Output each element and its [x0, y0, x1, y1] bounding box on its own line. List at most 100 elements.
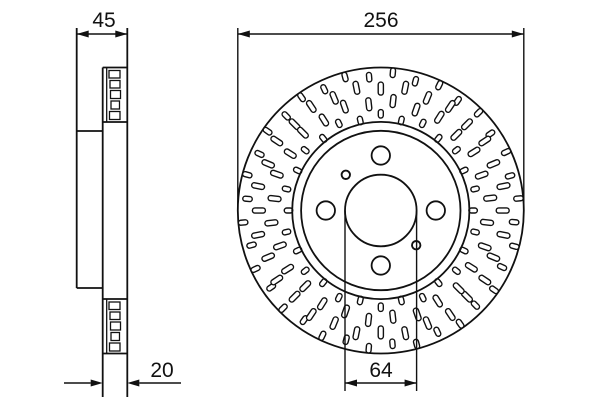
bolt-hole-top: [370, 145, 391, 166]
vent-slot: [389, 93, 397, 109]
vent-slot: [418, 118, 427, 129]
vent-slot: [365, 71, 373, 83]
vent-slot: [251, 207, 267, 214]
vent-slot: [250, 230, 266, 239]
vent-slot: [470, 185, 480, 193]
vent-slot: [272, 241, 287, 251]
dimension-total-width: 45: [76, 9, 128, 38]
vent-slot: [496, 230, 511, 239]
vent-slot: [411, 102, 421, 117]
vent-slot: [496, 182, 511, 191]
vent-slot: [299, 280, 312, 293]
vent-hatch-bottom: [106, 299, 122, 354]
vent-slot: [504, 172, 516, 180]
vent-slot: [500, 147, 512, 157]
vent-slot: [269, 169, 284, 179]
vent-slot: [261, 159, 276, 169]
vent-slot: [444, 307, 456, 322]
vent-slot: [281, 228, 292, 236]
side-view-cross-section: [75, 28, 129, 397]
vent-slot: [452, 282, 465, 295]
vent-slot: [377, 81, 385, 96]
dim-arrowhead-left-45: [76, 30, 89, 38]
vent-slot: [365, 97, 373, 112]
center-bore-circle: [344, 173, 418, 248]
vent-slot: [450, 128, 463, 141]
vent-slot: [300, 145, 310, 155]
vent-slot: [377, 302, 384, 313]
vent-slot: [318, 278, 328, 288]
vent-slot: [316, 297, 328, 311]
dim-arrowhead-left-256: [237, 30, 250, 38]
vent-slot: [513, 195, 524, 202]
dim-arrowhead-right-256: [511, 30, 524, 38]
dim-arrowhead-right-64: [404, 379, 417, 387]
vent-slot: [297, 92, 307, 103]
vent-slot: [434, 278, 443, 288]
vent-slot: [300, 266, 310, 276]
bolt-hole-bottom: [370, 255, 391, 276]
vent-slot-pattern: [237, 67, 524, 354]
vent-slot: [242, 195, 253, 203]
vent-slot: [473, 107, 484, 118]
vent-slot: [479, 218, 495, 227]
vent-slot: [464, 261, 478, 273]
vent-slot: [486, 252, 501, 262]
vent-slot: [451, 266, 461, 276]
vent-slot: [411, 75, 420, 87]
vent-slot: [483, 194, 498, 202]
vent-slot: [451, 145, 461, 155]
vent-slot: [341, 71, 349, 83]
vent-slot: [264, 219, 279, 227]
vent-slot: [254, 149, 265, 159]
set-screw-hole-upper-left: [340, 169, 351, 180]
vent-slot: [270, 274, 284, 286]
dim-arrowhead-right-20: [127, 379, 140, 387]
dim-arrowhead-left-64: [345, 379, 357, 387]
bolt-hole-right: [425, 200, 446, 221]
vent-slot: [352, 326, 361, 341]
vent-slot: [329, 90, 339, 105]
vent-slot: [401, 80, 410, 95]
vent-slot: [477, 242, 492, 252]
vent-slot: [270, 135, 284, 147]
vent-slot: [508, 218, 520, 226]
vent-slot: [318, 330, 327, 341]
vent-slot: [432, 294, 444, 308]
vent-slot: [241, 170, 253, 179]
vent-slot: [435, 80, 444, 91]
vent-slot: [478, 274, 492, 286]
vent-slot: [305, 307, 317, 322]
vent-slot: [508, 242, 520, 251]
vent-slot: [305, 99, 317, 114]
vent-slot: [460, 118, 474, 131]
vent-hatch-top: [106, 67, 122, 122]
vent-slot: [470, 228, 480, 236]
vent-slot: [329, 316, 339, 331]
vent-slot: [389, 67, 397, 79]
vent-slot: [342, 334, 350, 346]
vent-slot: [283, 148, 297, 160]
dim-arrowhead-right-45: [115, 30, 128, 38]
vent-slot: [262, 126, 273, 136]
vent-slot: [455, 318, 465, 329]
vent-slot: [288, 290, 301, 303]
vent-slot: [261, 252, 276, 262]
dim-arrowhead-left-20: [90, 379, 103, 387]
vent-slot: [334, 292, 343, 303]
vent-slot: [418, 292, 427, 303]
vent-slot: [339, 99, 349, 114]
vent-slot: [318, 133, 328, 143]
vent-slot: [478, 135, 492, 147]
vent-slot: [389, 309, 397, 324]
dimension-label-64: 64: [369, 359, 393, 382]
vent-slot: [377, 325, 385, 340]
friction-inner-circle: [291, 121, 471, 300]
vent-slot: [296, 126, 309, 139]
bolt-hole-left: [315, 200, 336, 221]
dimension-outer-diameter: 256: [237, 9, 525, 213]
dimension-center-bore: 64: [344, 210, 418, 391]
vent-slot: [433, 326, 442, 337]
dimension-label-45: 45: [92, 9, 115, 32]
